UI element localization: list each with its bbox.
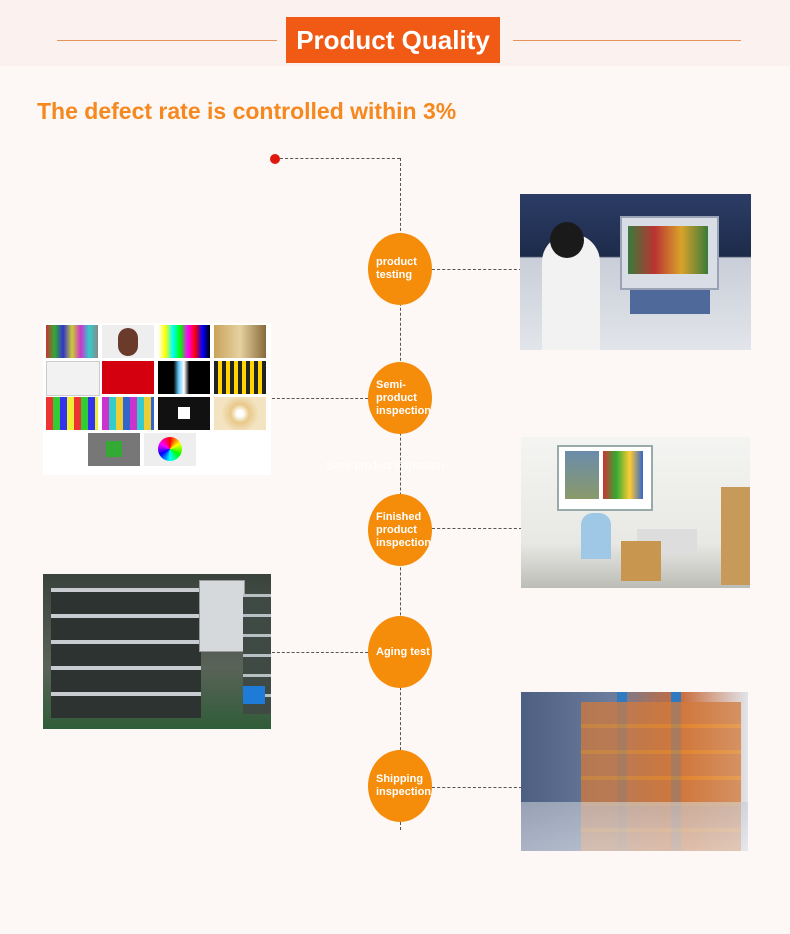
warehouse-photo <box>521 692 748 851</box>
step-aging-test: Aging test <box>368 616 432 688</box>
step-shipping-inspection: Shipping inspection <box>368 750 432 822</box>
finished-inspection-photo <box>521 437 750 588</box>
aging-test-photo <box>43 574 271 729</box>
header-rule-right <box>513 40 741 41</box>
connector-semi-product <box>272 398 368 399</box>
connector-finished-product <box>432 528 522 529</box>
timeline-start-dot <box>270 154 280 164</box>
connector-shipping <box>432 787 522 788</box>
step-finished-product-inspection: Finished product inspection <box>368 494 432 566</box>
test-pattern-chart <box>43 323 271 475</box>
connector-top <box>280 158 400 159</box>
step-product-testing: product testing <box>368 233 432 305</box>
defect-rate-subtitle: The defect rate is controlled within 3% <box>37 98 457 124</box>
product-testing-photo <box>520 194 751 350</box>
connector-product-testing <box>432 269 522 270</box>
ghost-caption: Semi-product inspection <box>326 460 445 472</box>
step-semi-product-inspection: Semi-product inspection <box>368 362 432 434</box>
header-rule-left <box>57 40 277 41</box>
page-title: Product Quality <box>286 17 500 63</box>
connector-aging-test <box>272 652 368 653</box>
